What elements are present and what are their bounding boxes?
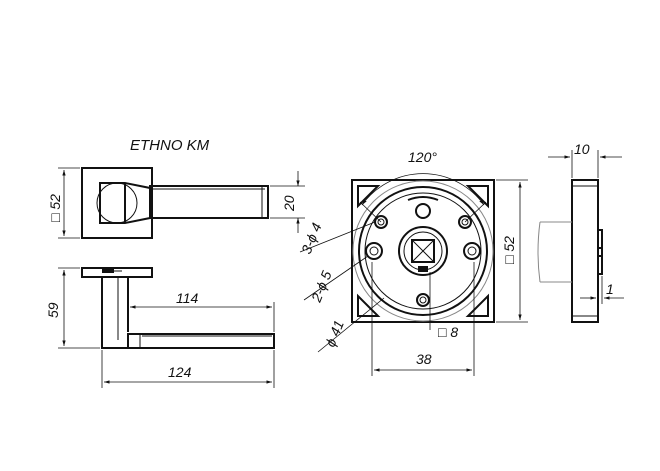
angle-120-label: 120° (408, 149, 437, 165)
rose-square-size-label: □ 52 (501, 236, 517, 264)
model-title: ETHNO KM (130, 137, 210, 154)
offset-label: 1 (606, 281, 614, 297)
side-view: 10 1 (537, 141, 624, 323)
spindle-size-label: □ 8 (438, 324, 458, 340)
front-rose-size-label: □ 52 (47, 194, 63, 222)
rose-view: 120° □ 52 3-ϕ 4 2-ϕ 5 ϕ 41 □ 8 38 (298, 149, 528, 376)
lever-width-label: 20 (281, 195, 297, 212)
holes-large-label: 2-ϕ 5 (308, 268, 335, 305)
height-59-label: 59 (45, 302, 61, 318)
lever-length-label: 114 (176, 290, 199, 306)
total-length-label: 124 (168, 364, 192, 380)
top-view: 59 114 124 (45, 267, 275, 388)
front-view: □ 52 20 (47, 167, 305, 239)
thickness-label: 10 (574, 141, 590, 157)
diameter-label: ϕ 41 (322, 318, 347, 349)
span-38-label: 38 (416, 351, 432, 367)
holes-small-label: 3-ϕ 4 (298, 220, 325, 256)
